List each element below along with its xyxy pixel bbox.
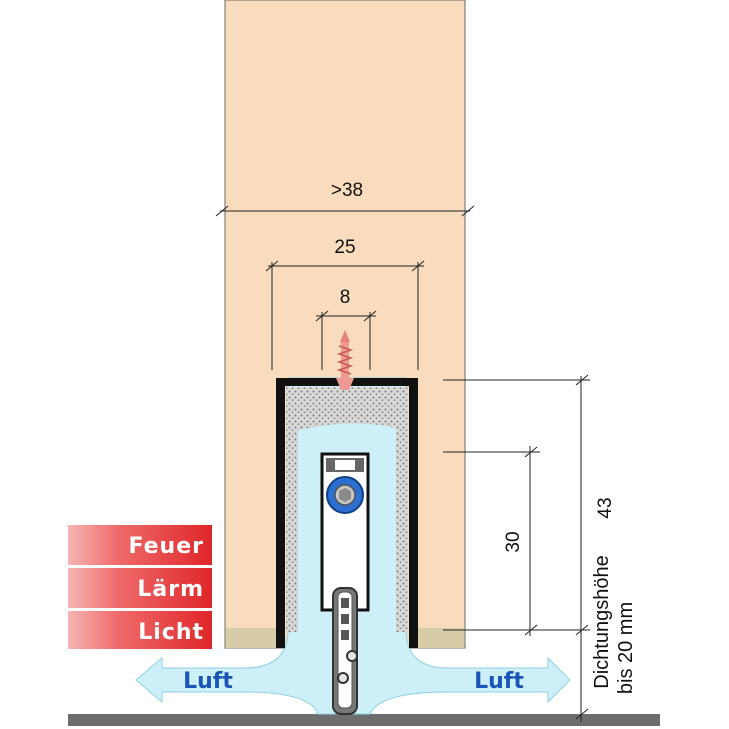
mechanism-cap-notch [335, 460, 355, 470]
seal-pin-2 [337, 672, 349, 684]
label-box-licht [68, 611, 212, 649]
fixing-screw-tip [340, 330, 350, 342]
seal-slot-3 [341, 630, 349, 640]
air-label-right: Luft [474, 669, 524, 694]
sealing-height-range-label: bis 20 mm [615, 602, 637, 694]
door-bottom-pad-right [416, 628, 464, 648]
air-label-left: Luft [183, 669, 233, 694]
seal-slot-1 [341, 598, 349, 608]
door-bottom-pad-left [226, 628, 276, 648]
dim-seal-travel [443, 446, 540, 636]
dim-door-width-label: >38 [331, 180, 363, 201]
dim-profile-height-label: 43 [595, 497, 616, 518]
foam-seal [286, 387, 408, 632]
seal-blade-inner [337, 591, 353, 709]
seal-slot-2 [341, 614, 349, 624]
dim-profile-height [443, 374, 590, 722]
sealing-height-label: Dichtungshöhe [591, 555, 613, 688]
adjust-screw-hex [339, 488, 351, 502]
dim-profile-width-label: 25 [334, 237, 355, 258]
label-feuer: Feuer [129, 534, 205, 559]
dim-screw-width [315, 310, 377, 370]
dim-profile-width [265, 260, 425, 370]
fixing-screw-head [336, 378, 354, 390]
label-box-feuer [68, 525, 212, 565]
label-laerm: Lärm [137, 577, 204, 602]
label-box-laerm [68, 568, 212, 608]
fixing-screw-thread [336, 345, 354, 375]
seal-pin-1 [346, 650, 358, 662]
dim-seal-travel-label: 30 [503, 531, 524, 552]
dim-door-width [215, 205, 475, 217]
label-licht: Licht [138, 620, 204, 645]
floor [68, 714, 660, 726]
dim-screw-width-label: 8 [340, 287, 351, 308]
